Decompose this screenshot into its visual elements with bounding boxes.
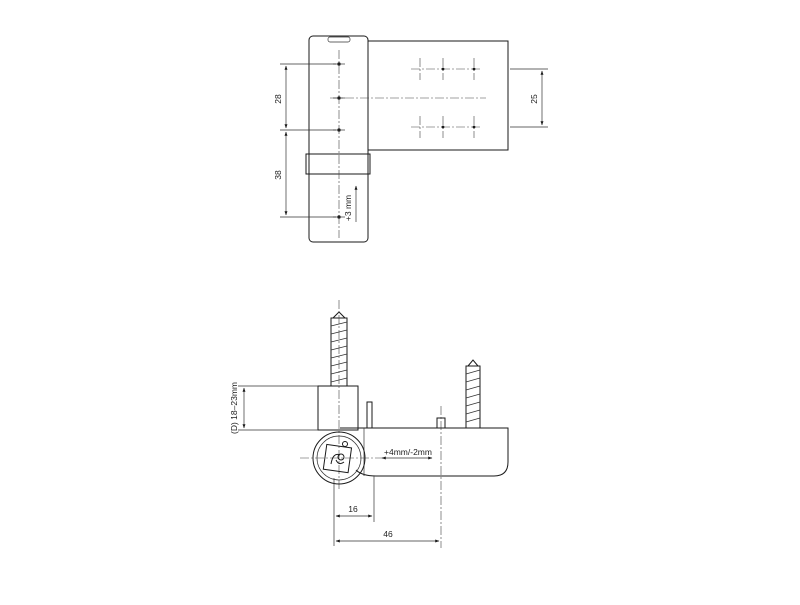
hinge-barrel [308, 35, 369, 243]
dim-28-label: 28 [273, 94, 283, 104]
screw-right [465, 359, 481, 429]
hinge-block [317, 385, 359, 431]
hinge-arm [340, 427, 509, 477]
adjust-icon [322, 443, 353, 474]
top-view: 28 38 +3 mm 25 [273, 35, 548, 243]
hinge-collar [305, 153, 371, 175]
hinge-wing-plate [367, 40, 509, 151]
dim-16-label: 16 [348, 504, 358, 514]
dim-frame-label: (D) 18–23mm [229, 382, 239, 434]
dim-46-label: 46 [383, 529, 393, 539]
dim-adjust-side-label: +4mm/-2mm [384, 447, 432, 457]
dim-adjust-label: +3 mm [343, 195, 353, 221]
side-view: +4mm/-2mm (D) 18–23mm 16 46 [229, 300, 509, 548]
dim-25-label: 25 [529, 94, 539, 104]
dim-38-label: 38 [273, 170, 283, 180]
